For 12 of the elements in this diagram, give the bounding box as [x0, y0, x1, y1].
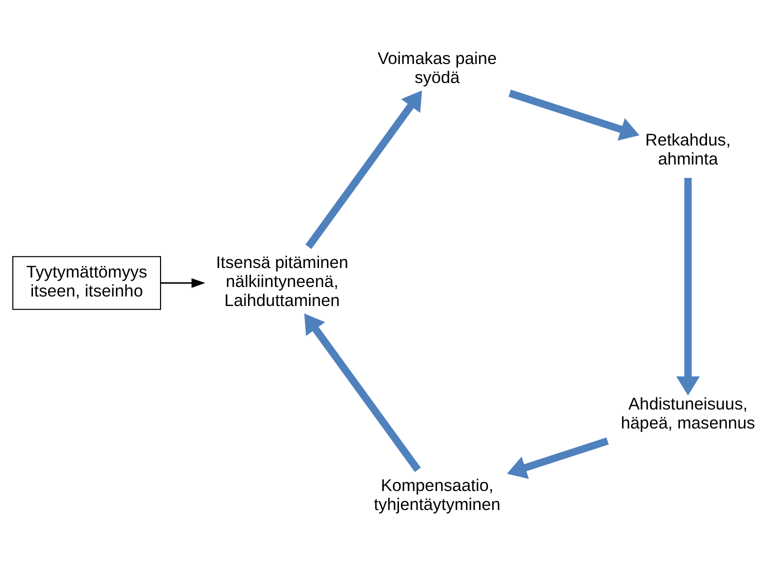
- arrow: [506, 438, 609, 479]
- node-text: Kompensaatio, tyhjentäytyminen: [374, 476, 500, 514]
- node-box: Tyytymättömyys itseen, itseinho: [12, 256, 162, 310]
- arrow: [676, 178, 700, 396]
- arrow: [304, 314, 421, 472]
- node-text: Itsensä pitäminen nälkiintyneenä, Laihduttaminen: [216, 253, 348, 310]
- node-text: Voimakas paine syödä: [378, 49, 497, 88]
- node-text: Retkahdus, ahminta: [645, 130, 731, 169]
- arrow: [305, 90, 422, 249]
- node-text: Ahdistuneisuus, häpeä, masennus: [620, 394, 756, 432]
- arrow: [508, 90, 640, 141]
- arrow: [160, 278, 206, 288]
